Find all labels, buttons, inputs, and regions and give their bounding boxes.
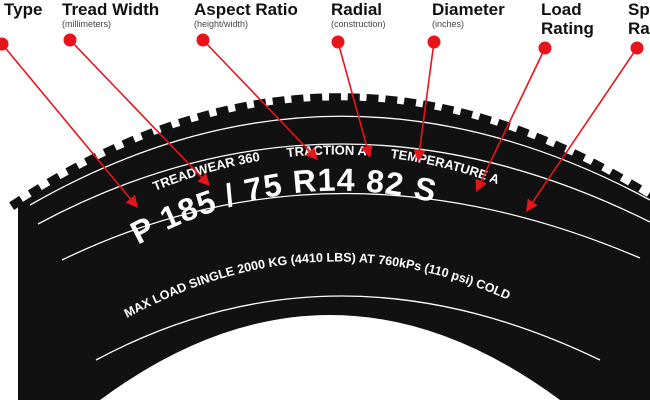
tread-block — [234, 101, 249, 113]
tread-block — [515, 125, 530, 139]
tread-block — [384, 95, 398, 106]
code-aspect: 75 — [241, 166, 285, 209]
sidewall-grooves — [29, 115, 650, 361]
tread-block — [121, 135, 137, 149]
traction-text: TRACTION A — [286, 142, 368, 160]
tread-block — [9, 195, 25, 210]
code-construction: R — [291, 162, 318, 200]
label-aspect-ratio: Aspect Ratio (height/width) — [194, 0, 298, 29]
tread-block — [178, 115, 193, 128]
tread-block — [328, 93, 342, 103]
arrow-load-rating — [475, 41, 552, 192]
arrow-diameter — [413, 35, 441, 162]
callout-arrows — [0, 33, 644, 212]
tread-block — [46, 173, 62, 187]
code-slash: / — [220, 176, 239, 213]
arrow-tread-width — [63, 33, 210, 186]
label-type: Type — [4, 0, 43, 19]
arrow-radial — [331, 35, 373, 158]
tread-block — [552, 140, 568, 154]
tread-block — [589, 158, 605, 173]
tread-block — [403, 97, 417, 109]
tread-block — [102, 144, 118, 158]
tread-block — [27, 184, 43, 199]
tread-block — [440, 103, 455, 116]
tread-block — [477, 113, 492, 126]
label-diameter: Diameter (inches) — [432, 0, 505, 29]
tread-block — [140, 128, 155, 142]
tread-block — [272, 96, 286, 107]
tread-block — [310, 93, 323, 104]
tread-block — [253, 98, 267, 110]
tread-block — [196, 110, 211, 123]
tread-block — [159, 121, 174, 135]
label-load-rating: Load Rating — [541, 0, 594, 38]
arrow-speed-rating — [526, 41, 644, 212]
tread-block — [459, 108, 474, 120]
tread-block — [571, 149, 586, 163]
tread-block — [608, 168, 624, 183]
label-speed-rating: Sp Ra — [628, 0, 650, 38]
tread-blocks — [9, 93, 650, 210]
tread-block — [627, 179, 643, 194]
tread-block — [366, 93, 379, 104]
tread-block — [291, 94, 304, 105]
tread-block — [65, 162, 81, 177]
tread-block — [533, 132, 549, 146]
arrow-type — [0, 37, 138, 208]
arrow-aspect-ratio — [196, 33, 318, 160]
label-radial: Radial (construction) — [331, 0, 386, 29]
code-load: 82 — [365, 163, 407, 203]
tread-block — [215, 105, 230, 118]
label-tread-width: Tread Width (millimeters) — [62, 0, 160, 29]
